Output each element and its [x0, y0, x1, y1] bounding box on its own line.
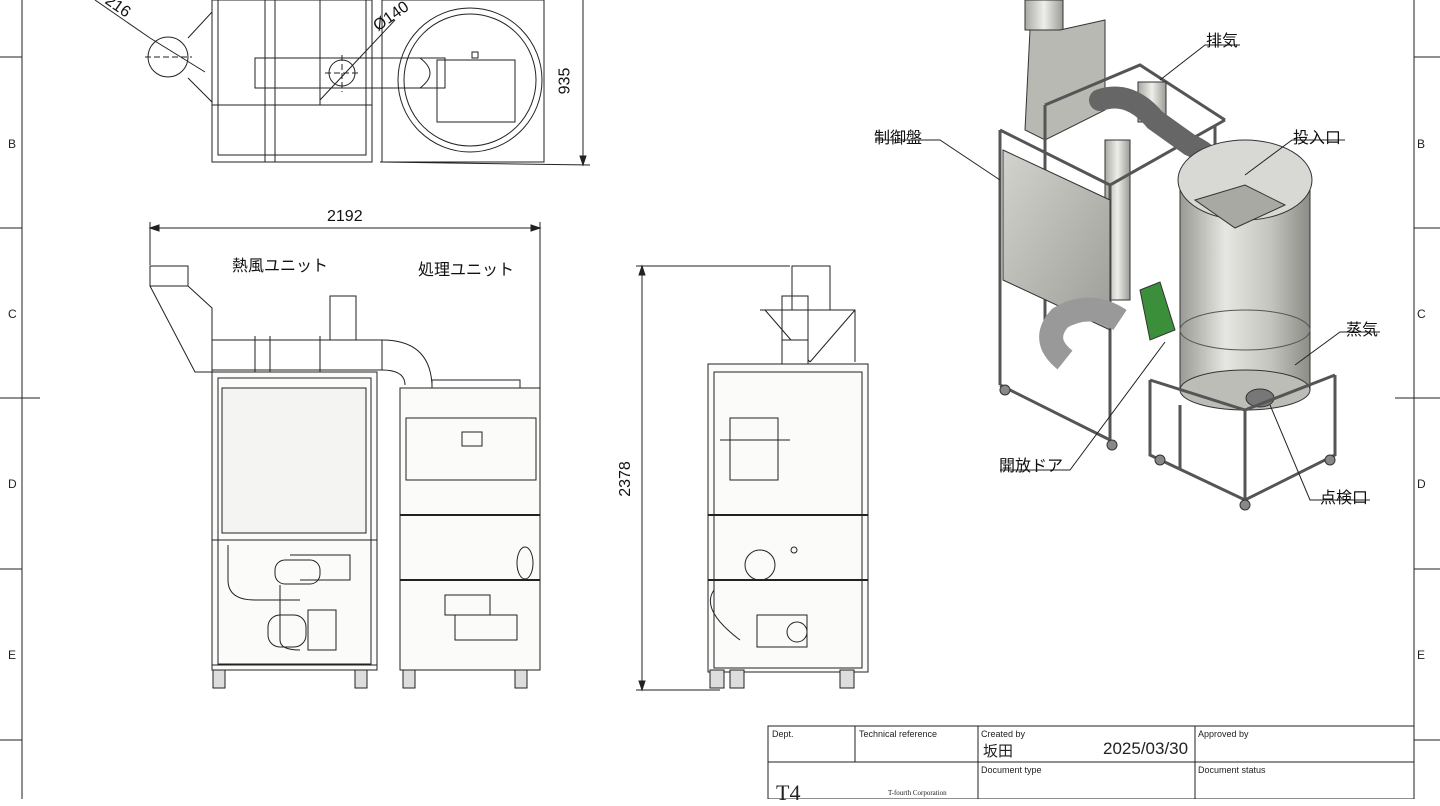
side-view: [636, 264, 869, 692]
title-block-doc-status-label: Document status: [1198, 765, 1266, 775]
zone-label-left-c: C: [8, 307, 17, 321]
zone-label-left-e: E: [8, 648, 17, 662]
label-inspection-port: 点検口: [1320, 488, 1369, 507]
title-block-approved-by-label: Approved by: [1198, 729, 1249, 739]
dimension-935: 935: [556, 67, 574, 95]
label-exhaust: 排気: [1206, 31, 1239, 50]
title-block-dept-label: Dept.: [772, 729, 794, 739]
label-control-panel: 制御盤: [874, 128, 923, 147]
label-steam: 蒸気: [1346, 320, 1379, 339]
zone-label-left-b: B: [8, 137, 17, 151]
title-block-created-by-value: 坂田: [983, 742, 1014, 760]
zone-label-left-d: D: [8, 477, 17, 491]
title-block-tech-ref-label: Technical reference: [859, 729, 938, 739]
dimension-2192: 2192: [327, 208, 363, 225]
dimension-2378: 2378: [616, 461, 634, 497]
zone-label-right-d: D: [1417, 477, 1426, 491]
title-block-doc-type-label: Document type: [981, 765, 1042, 775]
zone-label-right-b: B: [1417, 137, 1426, 151]
top-view: [94, 0, 591, 167]
label-hot-air-unit: 熱風ユニット: [232, 256, 329, 275]
title-block-created-by-label: Created by: [981, 729, 1026, 739]
front-view: [148, 222, 542, 689]
company-name: T-fourth Corporation: [888, 789, 947, 797]
label-processing-unit: 処理ユニット: [418, 260, 515, 279]
isometric-view: [875, 0, 1380, 511]
title-block-date: 2025/03/30: [1103, 739, 1189, 758]
label-input-port: 投入口: [1293, 128, 1342, 147]
title-block-grid: [767, 725, 1415, 799]
zone-label-right-c: C: [1417, 307, 1426, 321]
label-open-door: 開放ドア: [999, 456, 1064, 475]
zone-label-right-e: E: [1417, 648, 1426, 662]
company-logo: T4: [776, 780, 801, 805]
